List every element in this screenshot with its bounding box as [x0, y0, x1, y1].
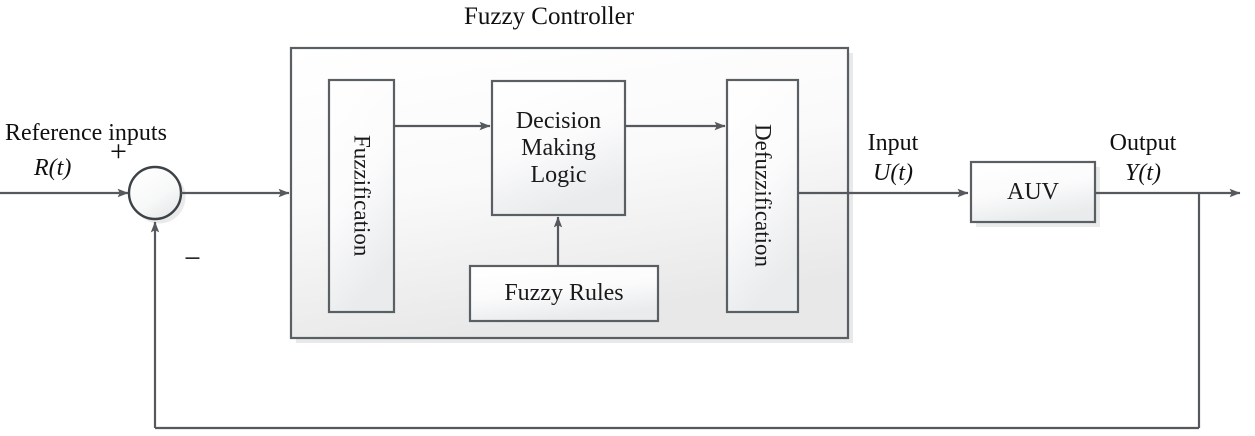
- minus-sign-label: −: [184, 242, 201, 275]
- auv-label: AUV: [1007, 178, 1059, 205]
- reference-signal-label: R(t): [34, 155, 72, 181]
- fuzzy-rules-label: Fuzzy Rules: [504, 280, 624, 306]
- fuzzification-block: [327, 78, 396, 314]
- auv-label-wrap: AUV: [971, 162, 1095, 222]
- decision-making-logic-block: [490, 79, 627, 217]
- dml-label-line-3: Logic: [530, 161, 587, 188]
- summing-junction: [127, 165, 183, 221]
- reference-inputs-label: Reference inputs: [5, 120, 167, 146]
- fuzzy-rules-label-wrap: Fuzzy Rules: [470, 266, 658, 321]
- input-signal-label: U(t): [873, 160, 913, 186]
- diagram-title: Fuzzy Controller: [463, 3, 635, 30]
- input-label: Input: [867, 130, 919, 156]
- fuzzy-rules-block: [468, 264, 660, 323]
- fuzzification-label-wrap: Fuzzification: [329, 80, 394, 312]
- output-label: Output: [1109, 130, 1177, 156]
- fuzzification-label: Fuzzification: [349, 135, 375, 257]
- defuzzification-block: [725, 78, 800, 314]
- dml-label-line-1: Decision: [515, 107, 602, 134]
- decision-making-logic-label-wrap: Decision Making Logic: [492, 81, 625, 215]
- defuzzification-label-wrap: Defuzzification: [727, 80, 798, 312]
- output-signal-label: Y(t): [1125, 160, 1161, 186]
- plus-sign-label: +: [110, 135, 127, 168]
- signal-lines: [0, 121, 1241, 430]
- dml-label-line-2: Making: [521, 134, 596, 161]
- defuzzification-label: Defuzzification: [750, 124, 776, 268]
